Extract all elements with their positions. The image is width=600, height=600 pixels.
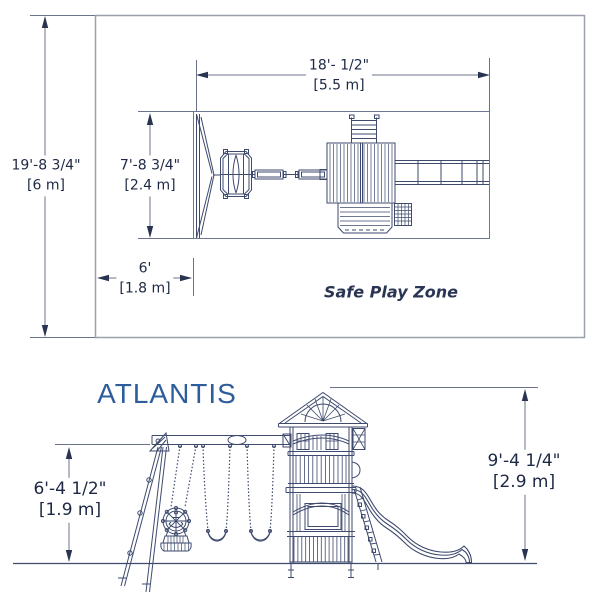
plan-playset-drawing	[196, 113, 489, 239]
elevation-view	[13, 387, 538, 593]
tower-drawing	[278, 391, 368, 578]
safe-play-zone-label: Safe Play Zone	[323, 282, 459, 302]
plan-inner-box	[193, 111, 490, 239]
plan-outer-box	[94, 14, 586, 339]
dim-swing-depth-imperial: 7'-8 3/4"	[119, 157, 181, 174]
swing-set-drawing	[118, 431, 291, 593]
dim-depth-total-label: 19'-8 3/4" [6 m]	[8, 155, 84, 197]
plan-view	[30, 14, 586, 339]
dim-clearance-label: 6' [1.8 m]	[116, 258, 174, 300]
dim-beam-height-imperial: 6'-4 1/2"	[33, 478, 107, 499]
dim-width-total-metric: [5.5 m]	[313, 77, 365, 93]
dim-width-total-label: 18'- 1/2" [5.5 m]	[305, 55, 373, 97]
slide-drawing	[351, 485, 473, 564]
dim-clearance-metric: [1.8 m]	[119, 280, 171, 296]
dim-depth-total-imperial: 19'-8 3/4"	[11, 157, 81, 174]
product-title: ATLANTIS	[97, 378, 237, 409]
dim-tower-height-label: 9'-4 1/4" [2.9 m]	[484, 449, 564, 495]
dim-tower-height-metric: [2.9 m]	[492, 472, 556, 492]
dim-swing-depth-label: 7'-8 3/4" [2.4 m]	[116, 155, 184, 197]
dim-beam-height-label: 6'-4 1/2" [1.9 m]	[30, 477, 110, 523]
ladder-drawing	[353, 486, 383, 570]
dim-width-total-imperial: 18'- 1/2"	[308, 57, 370, 74]
dim-swing-depth-metric: [2.4 m]	[124, 177, 176, 193]
dim-beam-height-metric: [1.9 m]	[38, 500, 102, 520]
dim-depth-total-metric: [6 m]	[27, 177, 65, 193]
dim-clearance-imperial: 6'	[138, 260, 152, 277]
dim-tower-height-imperial: 9'-4 1/4"	[487, 450, 561, 471]
